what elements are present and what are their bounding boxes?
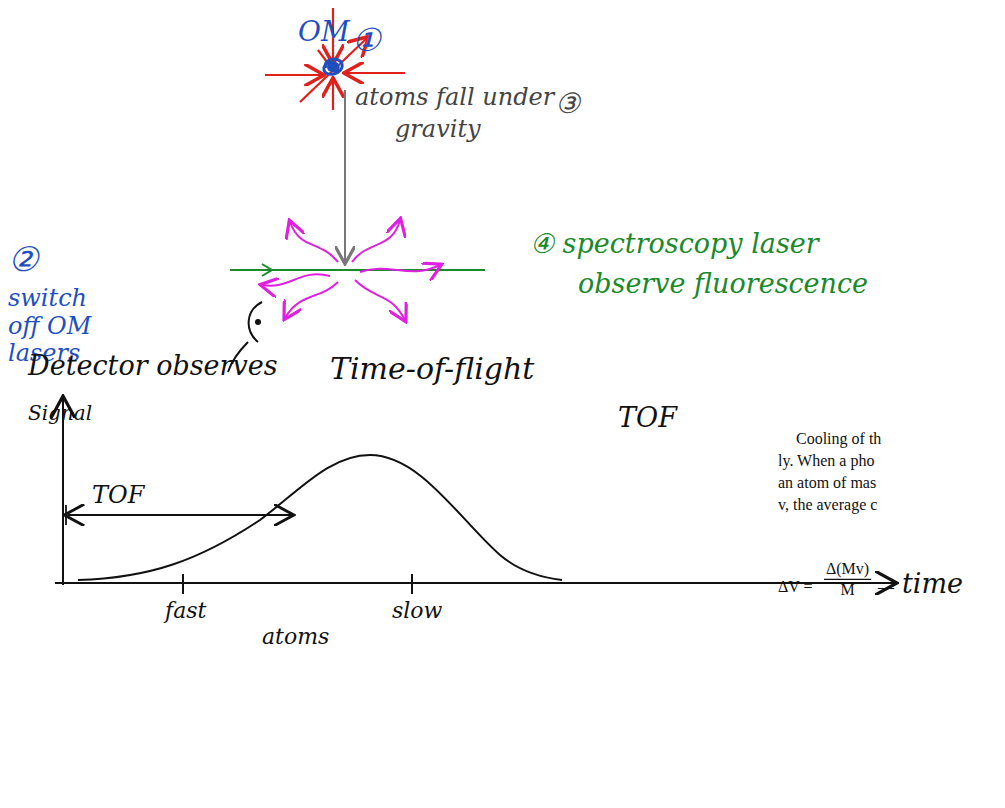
tick-label: slow xyxy=(392,598,442,623)
tof-curve xyxy=(78,455,562,580)
book-text: Cooling of th xyxy=(796,430,881,448)
detector xyxy=(249,302,262,342)
title-label: OM xyxy=(298,16,350,48)
fraction-bar xyxy=(824,579,871,580)
atom-cloud xyxy=(324,59,342,74)
step-label: observe fluorescence xyxy=(578,268,868,299)
axis-label: time xyxy=(902,568,963,599)
tick xyxy=(182,574,184,594)
tick xyxy=(411,574,413,594)
fall-arrow xyxy=(344,90,346,262)
formula-text: M xyxy=(840,581,854,599)
detector-dot xyxy=(255,319,261,325)
book-text: ly. When a pho xyxy=(778,452,874,470)
tick-label: atoms xyxy=(262,624,329,649)
abbreviation-label: TOF xyxy=(618,402,677,433)
beam-arrowhead xyxy=(262,264,272,276)
tof-label: TOF xyxy=(92,482,144,510)
note-label: gravity xyxy=(395,116,481,144)
time-axis xyxy=(55,582,895,584)
callout-number: ③ xyxy=(555,88,580,120)
step-label: ④ spectroscopy laser xyxy=(530,228,819,259)
formula-text: Δ(Mv) xyxy=(826,560,869,578)
signal-axis xyxy=(62,398,64,585)
book-text: v, the average c xyxy=(778,496,877,514)
book-text: an atom of mas xyxy=(778,474,876,492)
formula-text: — xyxy=(878,578,894,596)
callout-number: ① xyxy=(352,22,381,59)
spectroscopy-beam xyxy=(230,269,485,271)
tick-label: fast xyxy=(165,598,206,623)
formula-text: ΔV = xyxy=(778,578,813,596)
note-label: atoms fall under xyxy=(355,84,554,112)
callout-number: ② xyxy=(8,240,38,279)
atom-cloud-core xyxy=(327,62,337,72)
fluorescence-arrows xyxy=(262,220,440,320)
tof-arrow xyxy=(68,514,292,516)
note-label: Time-of-flight xyxy=(330,352,534,387)
axis-label: Signal xyxy=(28,402,92,425)
note-label: Detector observes xyxy=(28,350,278,381)
tof-bar xyxy=(65,505,67,525)
